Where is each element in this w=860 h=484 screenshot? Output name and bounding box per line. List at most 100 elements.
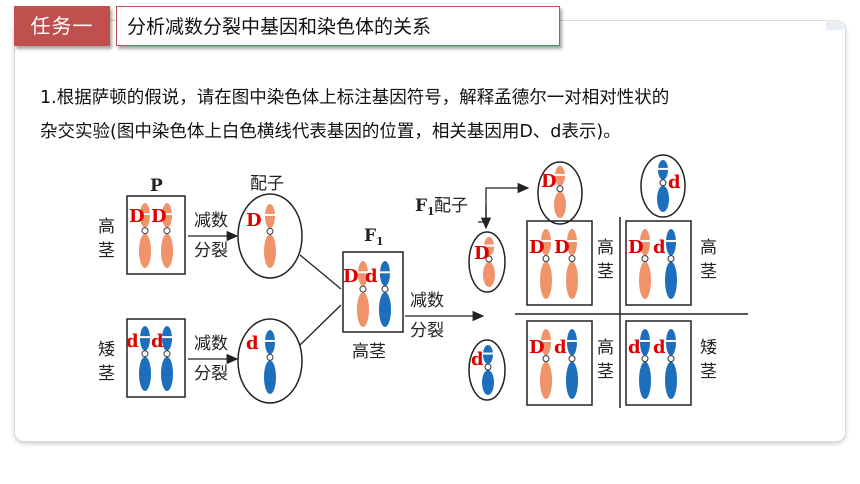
chromosome-upper-arm: [140, 326, 150, 351]
f2-cell-Dd-top-chromosome-2: [665, 229, 677, 299]
meiosis-label: 减数: [194, 334, 228, 354]
gamete-dwarf-chromosome: [264, 330, 276, 394]
f2-cell-Dd-top-phenotype-label: 高: [700, 238, 717, 258]
f1-subscript: 1: [427, 205, 435, 218]
page-title: 分析减数分裂中基因和染色体的关系: [116, 6, 560, 46]
f2-cell-Dd-bottom-box: [526, 320, 593, 406]
gene-label-D: D: [529, 337, 545, 358]
f1-gamete-dwarf-chromosome: [657, 160, 669, 213]
gene-label-D: D: [529, 237, 545, 258]
centromere: [568, 355, 576, 363]
gene-label-D: D: [343, 266, 359, 287]
f1-gamete-cell-tall-top: [537, 161, 583, 225]
centromere: [641, 255, 649, 263]
chromosome-lower-arm: [139, 356, 151, 391]
centromere: [484, 363, 492, 371]
question-line-2: 杂交实验(图中染色体上白色横线代表基因的位置，相关基因用D、d表示)。: [40, 122, 621, 142]
p-dwarf-chromosome-2: [161, 326, 173, 391]
meiosis-label: 分裂: [410, 321, 444, 341]
gene-label-D: D: [246, 210, 262, 231]
centromere: [163, 350, 171, 358]
f1-subscript: 1: [376, 235, 384, 248]
gene-label-D: D: [151, 206, 167, 227]
chromosome-lower-arm: [161, 233, 173, 268]
f2-cell-Dd-bottom-chromosome-2: [566, 329, 578, 399]
chromosome-lower-arm: [483, 262, 495, 287]
centromere: [163, 227, 171, 235]
chromosome-upper-arm: [541, 229, 551, 256]
p-generation-label: P: [150, 176, 163, 196]
f2-cell-DD-phenotype-label: 茎: [597, 262, 614, 282]
gene-label-d: d: [554, 337, 567, 358]
f2-cell-dd-box: [625, 320, 692, 406]
chromosome-lower-arm: [540, 361, 552, 399]
chromosome-lower-arm: [264, 234, 276, 268]
chromosome-upper-arm: [380, 261, 390, 287]
f1-gamete-cell-tall: [468, 231, 506, 293]
chromosome-lower-arm: [665, 261, 677, 299]
chromosome-upper-arm: [162, 326, 172, 351]
gene-label-d: d: [246, 333, 259, 354]
f1-gamete-label: 配子: [434, 196, 468, 216]
p-tall-chromosome-2: [161, 203, 173, 268]
fertilization-line: [299, 304, 342, 346]
chromosome-upper-arm: [640, 329, 650, 356]
f2-cell-DD-chromosome-2: [566, 229, 578, 299]
centromere: [141, 227, 149, 235]
p-dwarf-phenotype-label: 矮: [98, 340, 115, 360]
gamete-cell-dwarf: [237, 318, 303, 404]
question-line-1: 1.根据萨顿的假说，请在图中染色体上标注基因符号，解释孟德尔一对相对性状的: [40, 88, 670, 108]
chromosome-upper-arm: [162, 203, 172, 228]
chromosome-upper-arm: [358, 261, 368, 287]
centromere: [641, 355, 649, 363]
f2-cell-DD-box: [526, 220, 593, 306]
centromere: [542, 255, 550, 263]
f2-cell-dd-chromosome-1: [639, 329, 651, 399]
centromere: [381, 285, 389, 293]
f2-cell-Dd-bottom-phenotype-label: 高: [597, 338, 614, 358]
f2-cell-DD-phenotype-label: 高: [597, 238, 614, 258]
chromosome-lower-arm: [540, 261, 552, 299]
f1-phenotype-label: 高茎: [352, 342, 386, 362]
gene-label-d: d: [126, 331, 139, 352]
chromosome-lower-arm: [161, 356, 173, 391]
chromosome-upper-arm: [640, 229, 650, 256]
chromosome-lower-arm: [639, 361, 651, 399]
gene-label-D: D: [474, 243, 490, 264]
p-tall-phenotype-label: 高: [98, 217, 115, 237]
f2-cell-dd-chromosome-2: [665, 329, 677, 399]
content-card: [14, 20, 846, 442]
centromere: [659, 179, 667, 187]
centromere: [485, 255, 493, 263]
f1-gamete-cell-dwarf: [468, 339, 506, 401]
chromosome-lower-arm: [657, 185, 669, 213]
gene-label-d: d: [628, 337, 641, 358]
chromosome-lower-arm: [665, 361, 677, 399]
p-tall-phenotype-label: 茎: [98, 241, 115, 261]
gene-label-d: d: [365, 266, 378, 287]
gene-label-d: d: [668, 172, 681, 193]
f1-box: [342, 251, 404, 333]
f1-gamete-cell-dwarf-top: [640, 154, 686, 218]
gamete-cell-tall: [237, 193, 303, 279]
centromere: [556, 185, 564, 193]
f1-gamete-dwarf-chromosome: [482, 345, 494, 395]
chromosome-lower-arm: [566, 261, 578, 299]
gene-label-D: D: [129, 206, 145, 227]
p-tall-box: [126, 195, 186, 275]
chromosome-upper-arm: [541, 329, 551, 356]
chromosome-lower-arm: [139, 233, 151, 268]
chromosome-lower-arm: [554, 191, 566, 219]
gene-label-D: D: [554, 237, 570, 258]
chromosome-upper-arm: [140, 203, 150, 228]
f1-dwarf-chromosome: [379, 261, 391, 327]
chromosome-upper-arm: [265, 330, 275, 355]
chromosome-upper-arm: [567, 329, 577, 356]
meiosis-label: 减数: [410, 291, 444, 311]
f2-cell-Dd-top-box: [625, 220, 692, 306]
centromere: [141, 350, 149, 358]
meiosis-label: 减数: [194, 211, 228, 231]
f2-cell-DD-chromosome-1: [540, 229, 552, 299]
f1-gamete-tall-chromosome: [554, 166, 566, 219]
